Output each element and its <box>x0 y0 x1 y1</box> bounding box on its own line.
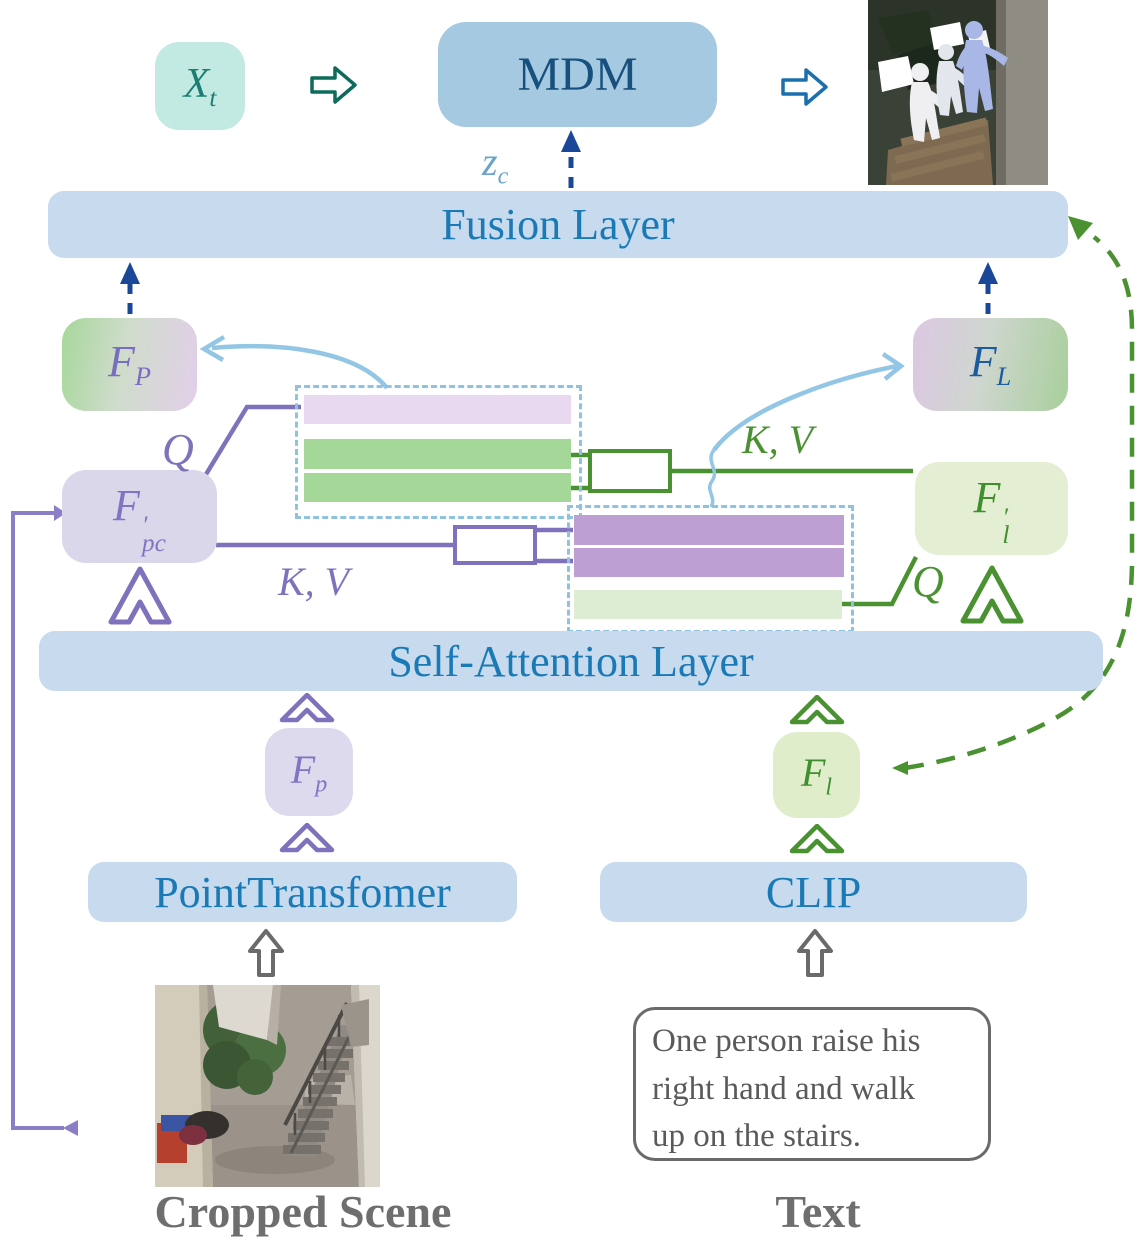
kv-line-language <box>568 449 913 493</box>
fpc-label: F′pc <box>113 481 166 558</box>
brace-connector <box>708 448 717 508</box>
prompt-line: right hand and walk <box>652 1070 916 1107</box>
cross-attention-group-left <box>295 385 582 519</box>
xt-node: Xt <box>155 42 245 130</box>
mdm-node: MDM <box>438 22 717 127</box>
fp-node: Fp <box>265 728 353 816</box>
point-transformer-bar: PointTransfomer <box>88 862 517 922</box>
pointcloud-key-bar <box>574 515 844 545</box>
right-block-arrow-icon <box>781 68 828 106</box>
scene-feedback-line <box>11 505 78 1136</box>
cropped-scene-image <box>155 985 380 1187</box>
prompt-line: One person raise his <box>652 1023 921 1059</box>
query-line-pointcloud <box>203 404 301 478</box>
xt-label: Xt <box>183 60 217 112</box>
fusion-layer-bar: Fusion Layer <box>48 191 1068 258</box>
fL-label: FL <box>969 337 1012 392</box>
fP-label: FP <box>107 337 151 392</box>
fp-label: Fp <box>290 746 328 798</box>
fL-node: FL <box>913 318 1068 411</box>
fpc-node: F′pc <box>62 470 217 563</box>
mdm-label: MDM <box>517 48 638 101</box>
q-label-right: Q <box>912 557 944 606</box>
up-block-arrow-icon <box>797 929 833 977</box>
text-caption: Text <box>775 1186 861 1237</box>
language-query-bar <box>574 590 842 619</box>
clip-label: CLIP <box>765 867 862 917</box>
fl-node: Fl <box>773 732 860 818</box>
q-label-left: Q <box>162 425 194 474</box>
zc-arrow <box>561 130 581 188</box>
flprime-node: F′l <box>915 462 1068 555</box>
stairs <box>283 999 369 1157</box>
text-prompt-box: One person raise his right hand and walk… <box>633 1007 991 1161</box>
chevron-up-icon <box>279 823 335 853</box>
prompt-line: up on the stairs. <box>652 1118 861 1155</box>
pointcloud-value-bar <box>574 548 844 577</box>
point-transformer-label: PointTransfomer <box>154 867 451 917</box>
right-block-arrow-icon <box>310 66 357 104</box>
flprime-label: F′l <box>973 473 1010 550</box>
attention-output-arrow-left <box>199 335 389 390</box>
language-value-bar <box>304 473 571 502</box>
fusion-layer-label: Fusion Layer <box>441 200 675 249</box>
chevron-up-icon <box>279 693 335 723</box>
motion-figure-white-2 <box>936 44 973 116</box>
language-key-bar <box>304 439 571 469</box>
kv-line-pointcloud <box>216 525 573 565</box>
up-block-arrow-icon <box>248 929 284 977</box>
chevron-up-icon <box>789 824 845 854</box>
kv-label-left: K, V <box>278 559 350 604</box>
clip-bar: CLIP <box>600 862 1027 922</box>
fl-to-fusion-arrow <box>978 262 998 314</box>
self-attention-layer-bar: Self-Attention Layer <box>39 631 1103 691</box>
zc-label: zc <box>482 139 509 190</box>
fP-node: FP <box>62 318 197 411</box>
cropped-scene-caption: Cropped Scene <box>154 1186 452 1237</box>
chevron-up-icon <box>960 565 1024 624</box>
chevron-up-icon <box>789 695 845 725</box>
motion-result-image <box>868 0 1048 185</box>
fl-label: Fl <box>800 749 833 801</box>
pointcloud-query-bar <box>304 395 571 424</box>
kv-label-right: K, V <box>742 417 814 462</box>
chevron-up-icon <box>108 566 172 625</box>
motion-figure-blue <box>956 21 1008 113</box>
fp-to-fusion-arrow <box>120 262 140 314</box>
self-attention-layer-label: Self-Attention Layer <box>388 636 754 686</box>
cross-attention-group-right <box>567 505 854 633</box>
